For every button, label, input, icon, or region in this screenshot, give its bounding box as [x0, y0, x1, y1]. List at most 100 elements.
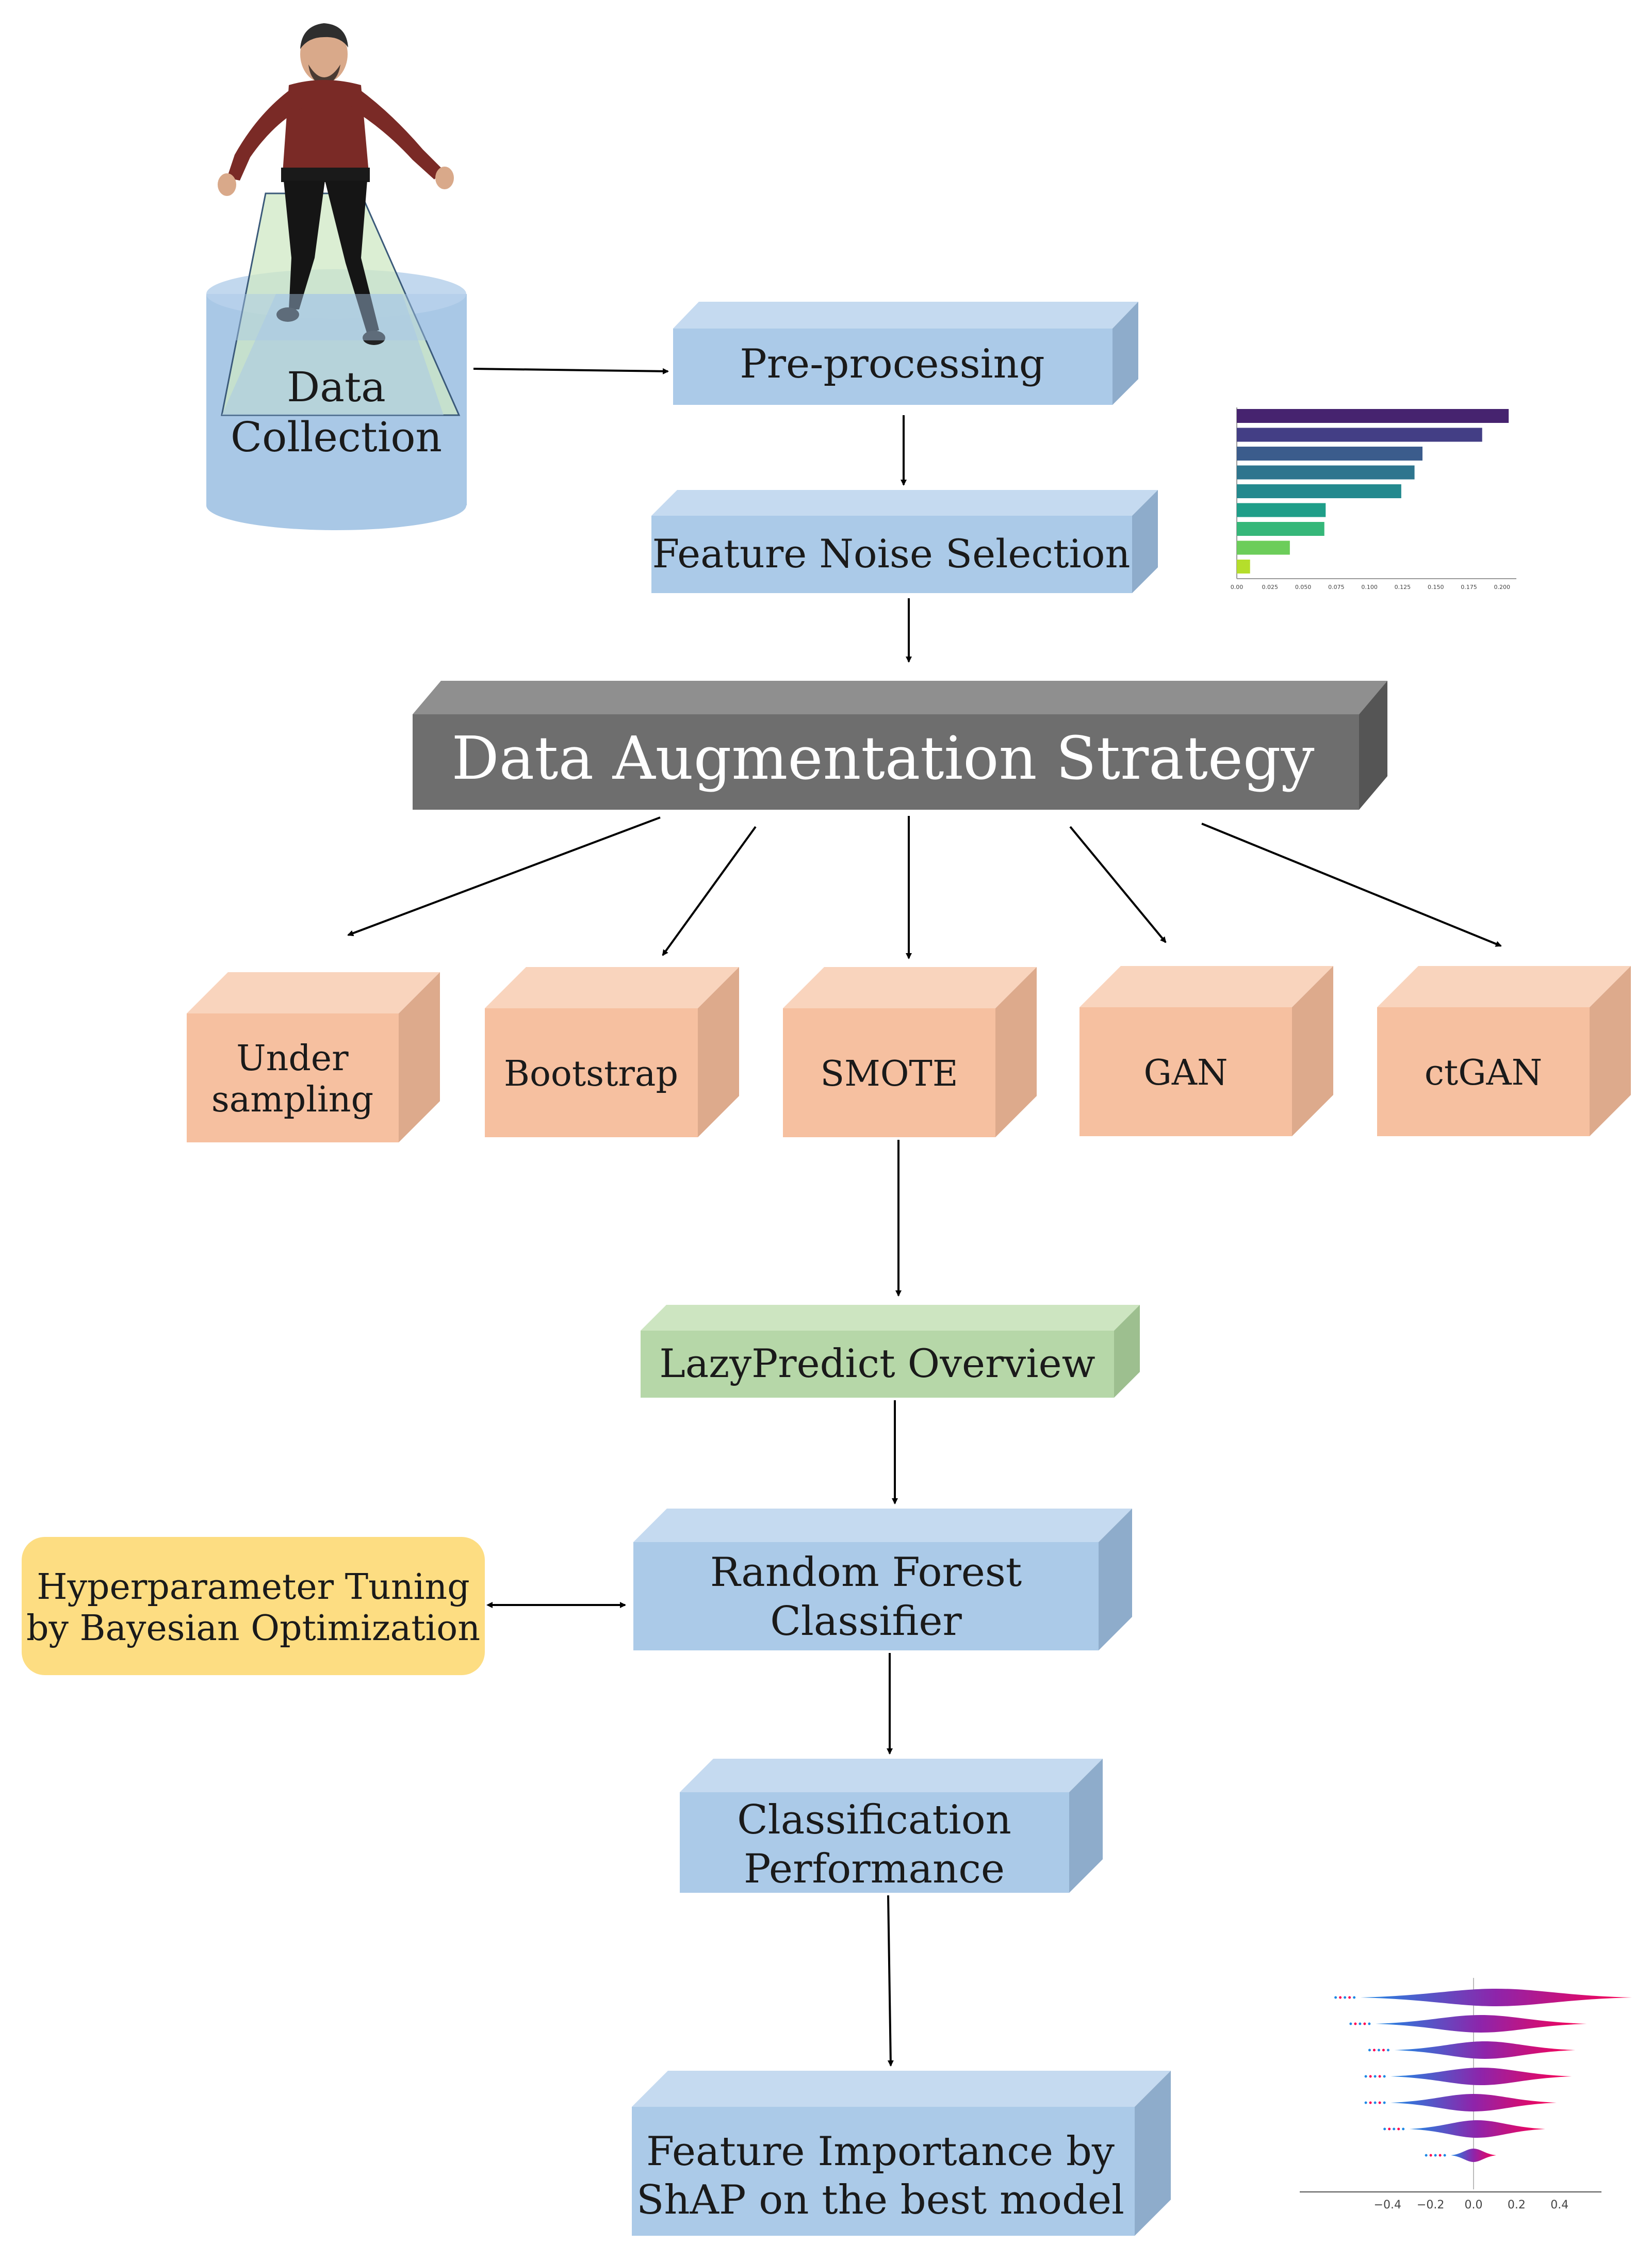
- lazypredict-node: LazyPredict Overview: [641, 1305, 1140, 1398]
- hyperparameter-label-2: by Bayesian Optimization: [26, 1608, 480, 1649]
- lazypredict-label: LazyPredict Overview: [659, 1340, 1095, 1386]
- preprocessing-node: Pre-processing: [673, 302, 1138, 405]
- augmentation-node: Data Augmentation Strategy: [413, 681, 1387, 810]
- bar-tick-label: 0.025: [1262, 584, 1279, 591]
- bar-4: [1237, 465, 1415, 480]
- arrow-aug-to-ctgan: [1201, 823, 1502, 947]
- violin-point: [1434, 2154, 1437, 2157]
- feature-importance-node: Feature Importance by ShAP on the best m…: [632, 2071, 1171, 2236]
- bar-8: [1237, 541, 1290, 555]
- gan-label: GAN: [1144, 1053, 1228, 1093]
- capture-volume-overlay: [222, 294, 444, 415]
- classification-label-1: Classification: [737, 1797, 1011, 1843]
- smote-label: SMOTE: [821, 1054, 958, 1094]
- violin-point: [1339, 1996, 1342, 1999]
- bar-2: [1237, 428, 1482, 442]
- data-collection-node: Data Collection: [206, 23, 467, 530]
- violin-point: [1369, 2075, 1372, 2078]
- bar-tick-label: 0.175: [1461, 584, 1477, 591]
- violin-point: [1369, 2101, 1372, 2104]
- feature-importance-label-1: Feature Importance by: [646, 2128, 1115, 2175]
- violin-point: [1377, 2049, 1380, 2052]
- violin-point: [1443, 2154, 1446, 2157]
- violin-point: [1368, 2022, 1371, 2025]
- cylinder-bottom: [206, 481, 466, 530]
- under-sampling-label-2: sampling: [211, 1079, 373, 1120]
- violin-point: [1393, 2127, 1396, 2131]
- bar-5: [1237, 484, 1401, 498]
- violin-point: [1354, 2022, 1357, 2025]
- bar-1: [1237, 409, 1509, 423]
- violin-point: [1429, 2154, 1432, 2157]
- bar-3: [1237, 447, 1422, 461]
- feature-noise-node: Feature Noise Selection: [651, 490, 1158, 593]
- violin-point: [1363, 2022, 1366, 2025]
- violin-7: [1451, 2149, 1496, 2162]
- violin-tick-label: −0.2: [1417, 2199, 1444, 2212]
- bar-9: [1237, 560, 1250, 574]
- hyperparameter-node: Hyperparameter Tuning by Bayesian Optimi…: [22, 1537, 485, 1675]
- violin-point: [1334, 1996, 1337, 1999]
- bar-tick-label: 0.075: [1328, 584, 1345, 591]
- violin-point: [1383, 2101, 1386, 2104]
- violin-point: [1349, 2022, 1352, 2025]
- violin-point: [1388, 2127, 1391, 2131]
- connectors: [347, 368, 1502, 2067]
- violin-point: [1378, 2101, 1381, 2104]
- violin-2: [1375, 2015, 1587, 2033]
- arrow-classification-to-importance: [887, 1895, 894, 2067]
- violin-point: [1364, 2075, 1367, 2078]
- violin-point: [1368, 2049, 1371, 2052]
- violin-1: [1360, 1989, 1632, 2006]
- violin-point: [1402, 2127, 1405, 2131]
- violin-point: [1378, 2075, 1381, 2078]
- violin-5: [1391, 2094, 1557, 2111]
- ctgan-label: ctGAN: [1425, 1053, 1542, 1093]
- violin-tick-label: 0.0: [1465, 2199, 1483, 2212]
- violin-point: [1348, 1996, 1351, 1999]
- violin-point: [1344, 1996, 1347, 1999]
- violin-tick-label: 0.4: [1550, 2199, 1568, 2212]
- violin-6: [1409, 2120, 1545, 2138]
- violin-tick-label: 0.2: [1508, 2199, 1526, 2212]
- under-sampling-label-1: Under: [236, 1038, 349, 1079]
- ctgan-node: ctGAN: [1377, 966, 1631, 1136]
- violin-4: [1391, 2068, 1572, 2085]
- hyperparameter-label-1: Hyperparameter Tuning: [37, 1567, 470, 1608]
- classification-node: Classification Performance: [680, 1759, 1103, 1893]
- bar-tick-label: 0.100: [1361, 584, 1378, 591]
- bar-tick-label: 0.150: [1428, 584, 1444, 591]
- violin-point: [1383, 2075, 1386, 2078]
- violin-point: [1382, 2049, 1385, 2052]
- gan-node: GAN: [1079, 966, 1333, 1136]
- arrow-collection-to-preprocessing: [473, 368, 669, 374]
- random-forest-label-2: Classifier: [770, 1598, 962, 1645]
- arrow-aug-to-bootstrap: [662, 826, 757, 956]
- violin-point: [1373, 2075, 1377, 2078]
- feature-importance-label-2: ShAP on the best model: [636, 2177, 1124, 2223]
- violin-3: [1394, 2041, 1576, 2059]
- bar-tick-label: 0.050: [1295, 584, 1312, 591]
- bar-tick-label: 0.00: [1231, 584, 1244, 591]
- arrow-aug-to-undersampling: [347, 816, 661, 937]
- feature-noise-label: Feature Noise Selection: [652, 531, 1131, 577]
- bar-tick-label: 0.125: [1395, 584, 1411, 591]
- augmentation-label: Data Augmentation Strategy: [451, 724, 1314, 793]
- arrow-aug-to-gan: [1069, 826, 1167, 943]
- violin-point: [1373, 2101, 1377, 2104]
- bootstrap-node: Bootstrap: [485, 967, 739, 1137]
- violin-point: [1364, 2101, 1367, 2104]
- bar-6: [1237, 503, 1326, 517]
- bootstrap-label: Bootstrap: [504, 1054, 678, 1094]
- preprocessing-label: Pre-processing: [740, 341, 1044, 387]
- violin-point: [1359, 2022, 1362, 2025]
- data-collection-label-2: Collection: [231, 413, 442, 461]
- random-forest-label-1: Random Forest: [710, 1549, 1022, 1596]
- violin-point: [1372, 2049, 1376, 2052]
- classification-label-2: Performance: [744, 1846, 1005, 1892]
- smote-node: SMOTE: [783, 967, 1037, 1137]
- violin-point: [1386, 2049, 1389, 2052]
- random-forest-node: Random Forest Classifier: [633, 1509, 1132, 1650]
